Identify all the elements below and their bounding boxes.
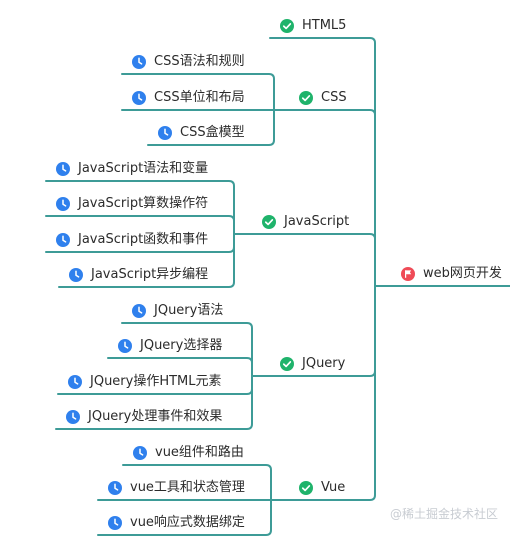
leaf-connector bbox=[55, 375, 271, 430]
branch-node-jquery[interactable]: JQuery bbox=[280, 354, 345, 374]
leaf-node-label: JQuery处理事件和效果 bbox=[88, 409, 223, 424]
branch-node-vue[interactable]: Vue bbox=[299, 478, 345, 498]
flag-icon bbox=[401, 267, 415, 281]
clock-icon bbox=[132, 304, 146, 318]
leaf-node-label: vue响应式数据绑定 bbox=[130, 515, 245, 530]
branch-connector bbox=[251, 233, 376, 287]
leaf-node[interactable]: JavaScript异步编程 bbox=[69, 265, 208, 285]
leaf-connector bbox=[122, 464, 281, 501]
leaf-connector bbox=[45, 215, 253, 235]
leaf-node[interactable]: vue工具和状态管理 bbox=[108, 478, 245, 498]
clock-icon bbox=[133, 446, 147, 460]
leaf-connector bbox=[121, 73, 281, 111]
branch-node-label: Vue bbox=[321, 480, 346, 495]
root-node-label: web网页开发 bbox=[423, 266, 502, 281]
clock-icon bbox=[118, 339, 132, 353]
leaf-node-label: JavaScript异步编程 bbox=[91, 267, 209, 282]
leaf-node-label: CSS单位和布局 bbox=[154, 90, 245, 105]
leaf-node[interactable]: JQuery操作HTML元素 bbox=[68, 372, 222, 392]
leaf-node-label: CSS盒模型 bbox=[180, 125, 245, 140]
leaf-node-label: JavaScript算数操作符 bbox=[78, 196, 209, 211]
branch-node-label: JQuery bbox=[302, 356, 346, 371]
branch-node-label: JavaScript bbox=[284, 214, 350, 229]
leaf-node-label: JQuery操作HTML元素 bbox=[90, 374, 222, 389]
leaf-node-label: vue工具和状态管理 bbox=[130, 480, 245, 495]
clock-icon bbox=[56, 197, 70, 211]
clock-icon bbox=[108, 481, 122, 495]
clock-icon bbox=[132, 91, 146, 105]
leaf-connector bbox=[121, 322, 271, 377]
leaf-connector bbox=[97, 499, 281, 536]
leaf-node-label: JQuery选择器 bbox=[140, 338, 223, 353]
leaf-node[interactable]: JavaScript函数和事件 bbox=[56, 230, 208, 250]
leaf-node[interactable]: JavaScript算数操作符 bbox=[56, 194, 208, 214]
leaf-node-label: JQuery语法 bbox=[154, 303, 224, 318]
leaf-node[interactable]: CSS单位和布局 bbox=[132, 88, 245, 108]
leaf-node[interactable]: JavaScript语法和变量 bbox=[56, 159, 208, 179]
clock-icon bbox=[56, 233, 70, 247]
clock-icon bbox=[66, 410, 80, 424]
clock-icon bbox=[158, 126, 172, 140]
leaf-node[interactable]: JQuery处理事件和效果 bbox=[66, 407, 222, 427]
leaf-node[interactable]: CSS语法和规则 bbox=[132, 52, 245, 72]
check-circle-icon bbox=[280, 357, 294, 371]
leaf-node[interactable]: JQuery语法 bbox=[132, 301, 223, 321]
branch-node-css[interactable]: CSS bbox=[299, 88, 347, 108]
branch-node-label: HTML5 bbox=[302, 18, 347, 33]
check-circle-icon bbox=[262, 215, 276, 229]
branch-connector bbox=[279, 285, 376, 501]
leaf-node[interactable]: CSS盒模型 bbox=[158, 123, 245, 143]
check-circle-icon bbox=[299, 481, 313, 495]
branch-connector bbox=[279, 109, 376, 287]
leaf-node-label: JavaScript函数和事件 bbox=[78, 232, 209, 247]
check-circle-icon bbox=[280, 19, 294, 33]
leaf-node-label: JavaScript语法和变量 bbox=[78, 161, 209, 176]
branch-node-html5[interactable]: HTML5 bbox=[280, 16, 346, 36]
clock-icon bbox=[69, 268, 83, 282]
clock-icon bbox=[56, 162, 70, 176]
leaf-connector bbox=[58, 233, 253, 288]
leaf-node[interactable]: vue响应式数据绑定 bbox=[108, 513, 245, 533]
leaf-node[interactable]: JQuery选择器 bbox=[118, 336, 222, 356]
watermark: @稀土掘金技术社区 bbox=[389, 507, 498, 521]
leaf-connector bbox=[147, 109, 281, 146]
leaf-node-label: CSS语法和规则 bbox=[154, 54, 245, 69]
root-node[interactable]: web网页开发 bbox=[401, 264, 502, 284]
branch-node-label: CSS bbox=[321, 90, 347, 105]
leaf-connector bbox=[107, 357, 271, 377]
clock-icon bbox=[68, 375, 82, 389]
branch-node-javascript[interactable]: JavaScript bbox=[262, 212, 349, 232]
branch-connector bbox=[269, 37, 376, 287]
leaf-connector bbox=[45, 180, 253, 235]
clock-icon bbox=[108, 516, 122, 530]
leaf-node[interactable]: vue组件和路由 bbox=[133, 443, 244, 463]
clock-icon bbox=[132, 55, 146, 69]
leaf-node-label: vue组件和路由 bbox=[155, 445, 244, 460]
check-circle-icon bbox=[299, 91, 313, 105]
